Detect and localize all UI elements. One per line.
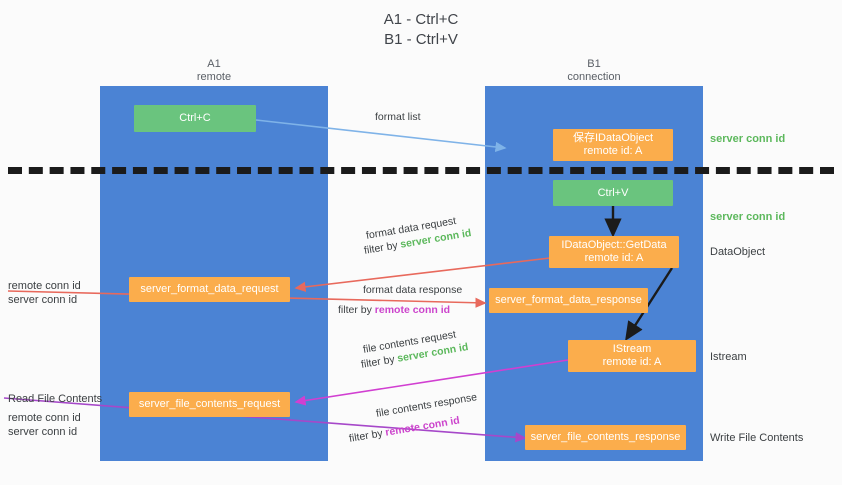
annotation-server-conn-id-top: server conn id	[710, 133, 786, 145]
node-server-file-contents-response-label: server_file_contents_response	[530, 431, 681, 443]
node-server-file-contents-request-label: server_file_contents_request	[138, 398, 281, 410]
annotation-left-ids-lower: remote conn id server conn id	[8, 411, 81, 439]
node-istream-label: IStream	[612, 343, 652, 355]
lane-header-a1: A1 remote	[100, 58, 328, 84]
node-getdata-sub: remote id: A	[584, 252, 644, 264]
node-idataobject-label: 保存IDataObject	[572, 132, 654, 144]
filter-value-2: remote conn id	[374, 304, 451, 316]
node-server-file-contents-response[interactable]: server_file_contents_response	[525, 425, 686, 450]
node-ctrl-v[interactable]: Ctrl+V	[553, 180, 673, 206]
node-istream-sub: remote id: A	[602, 356, 662, 368]
filter-value-4: remote conn id	[384, 414, 461, 439]
page-title: A1 - Ctrl+C B1 - Ctrl+V	[0, 10, 842, 50]
filter-prefix-4: filter by	[348, 426, 387, 445]
node-server-format-data-request[interactable]: server_format_data_request	[129, 277, 290, 302]
node-idataobject-sub: remote id: A	[583, 145, 643, 157]
title-line-1: A1 - Ctrl+C	[383, 11, 459, 28]
annotation-left-ids-upper: remote conn id server conn id	[8, 279, 81, 307]
edge-label-format-data-response: format data response	[363, 284, 463, 296]
lane-header-b1: B1 connection	[485, 58, 703, 84]
edge-label-format-list: format list	[375, 111, 421, 123]
node-server-format-data-response-label: server_format_data_response	[495, 294, 642, 306]
node-istream[interactable]: IStream remote id: A	[568, 340, 696, 372]
filter-prefix-2: filter by	[338, 304, 375, 316]
annotation-server-conn-id-mid: server conn id	[710, 211, 786, 223]
left-remote-conn-id-upper: remote conn id	[8, 280, 81, 292]
title-line-2: B1 - Ctrl+V	[384, 31, 458, 48]
node-ctrl-v-label: Ctrl+V	[597, 186, 629, 199]
node-ctrl-c-label: Ctrl+C	[179, 112, 211, 124]
annotation-istream: Istream	[710, 351, 747, 363]
edge-filter-file-contents-response: filter by remote conn id	[348, 414, 461, 446]
annotation-dataobject: DataObject	[710, 246, 766, 258]
left-remote-conn-id-lower: remote conn id	[8, 412, 81, 424]
left-server-conn-id-lower: server conn id	[8, 426, 78, 438]
node-idataobject[interactable]: 保存IDataObject remote id: A	[553, 129, 673, 161]
node-getdata-label: IDataObject::GetData	[561, 239, 667, 251]
node-server-format-data-response[interactable]: server_format_data_response	[489, 288, 648, 313]
annotation-write-file-contents: Write File Contents	[710, 432, 804, 444]
phase-divider	[8, 167, 834, 174]
node-getdata[interactable]: IDataObject::GetData remote id: A	[549, 236, 679, 268]
node-server-format-data-request-label: server_format_data_request	[140, 283, 279, 295]
left-server-conn-id-upper: server conn id	[8, 294, 78, 306]
lane-b1-name: B1	[587, 58, 601, 70]
lane-a1-name: A1	[207, 58, 221, 70]
lane-b1-role: connection	[567, 71, 621, 83]
node-ctrl-c[interactable]: Ctrl+C	[134, 105, 256, 132]
lane-a1-role: remote	[196, 71, 232, 83]
annotation-read-file-contents: Read File Contents	[8, 393, 103, 405]
edge-label-file-contents-response-text: file contents response	[375, 391, 478, 420]
edge-filter-format-data-response: filter by remote conn id	[338, 303, 450, 317]
node-server-file-contents-request[interactable]: server_file_contents_request	[129, 392, 290, 417]
edge-label-file-contents-response: file contents response	[375, 390, 478, 421]
